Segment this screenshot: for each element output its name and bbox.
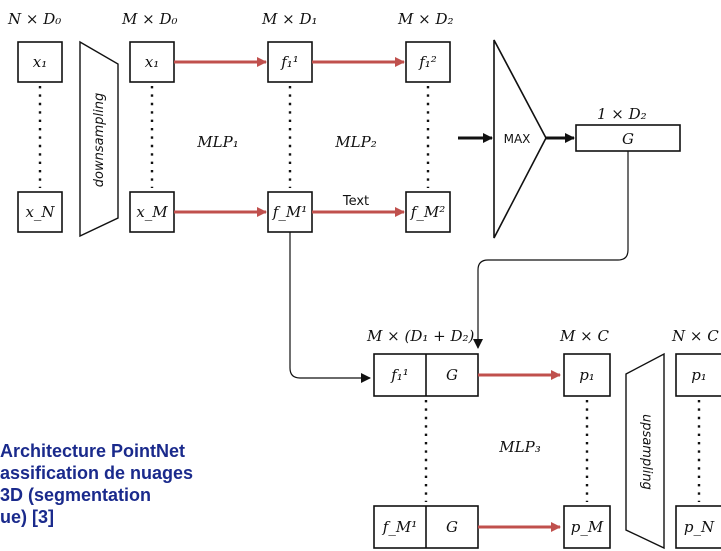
- node-f1-2: f₁²: [418, 53, 437, 71]
- downsampling-block: [79, 40, 119, 238]
- downsampling-label: downsampling: [92, 93, 107, 187]
- node-pN: p_N: [684, 518, 715, 536]
- concat-bottom-f: f_M¹: [382, 518, 417, 536]
- node-x1: x₁: [33, 53, 47, 71]
- connector-g-to-concat: [473, 151, 629, 349]
- node-xN: x_N: [25, 203, 55, 221]
- dim-layer1: M × D₁: [261, 10, 318, 28]
- concat-top-g: G: [446, 366, 458, 384]
- concat-bottom-g: G: [446, 518, 458, 536]
- dim-final: N × C: [671, 327, 719, 345]
- node-fM-2: f_M²: [410, 203, 445, 221]
- node-pM-box: [563, 505, 611, 549]
- arrow-text-label: Text: [342, 194, 369, 209]
- dim-output: M × C: [559, 327, 609, 345]
- node-G: G: [622, 130, 634, 148]
- upsampling-label: upsampling: [639, 414, 654, 490]
- dim-concat: M × (D₁ + D₂): [366, 327, 474, 345]
- node-x1s-box: [129, 41, 175, 83]
- node-p1f: p₁: [691, 366, 707, 384]
- node-fM-2-box: [405, 191, 451, 233]
- node-f1-2-box: [405, 41, 451, 83]
- node-p1f-box: [675, 353, 721, 397]
- dim-input: N × D₀: [7, 10, 61, 28]
- node-x1s: x₁: [145, 53, 159, 71]
- node-xN-box: [17, 191, 63, 233]
- dim-layer2: M × D₂: [397, 10, 454, 28]
- max-pool-block: [493, 39, 547, 239]
- node-pM: p_M: [571, 518, 604, 536]
- node-f1-1-box: [267, 41, 313, 83]
- node-f1-1: f₁¹: [280, 53, 299, 71]
- max-label: MAX: [504, 132, 531, 146]
- node-p1: p₁: [579, 366, 595, 384]
- connector-fm-to-concat: [289, 232, 371, 383]
- mlp3-label: MLP₃: [498, 438, 540, 456]
- concat-top-f: f₁¹: [390, 366, 409, 384]
- node-G-box: [575, 124, 681, 152]
- mlp2-label: MLP₂: [334, 133, 376, 151]
- dim-global: 1 × D₂: [597, 105, 647, 123]
- node-xM-box: [129, 191, 175, 233]
- node-fM-1: f_M¹: [272, 203, 307, 221]
- dim-sampled: M × D₀: [121, 10, 178, 28]
- upsampling-block: [625, 352, 665, 550]
- mlp1-label: MLP₁: [196, 133, 238, 151]
- figure-caption: Architecture PointNet assification de nu…: [0, 441, 194, 527]
- node-x1-box: [17, 41, 63, 83]
- node-p1-box: [563, 353, 611, 397]
- node-xM: x_M: [136, 203, 168, 221]
- node-pN-box: [675, 505, 721, 549]
